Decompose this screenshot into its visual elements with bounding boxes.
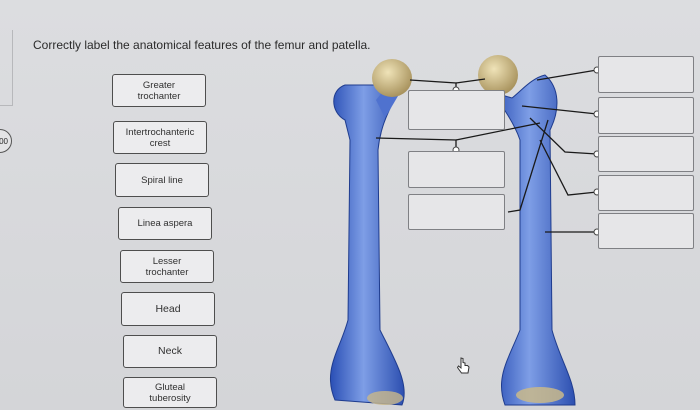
drop-box-5[interactable] xyxy=(598,97,694,134)
drop-box-7[interactable] xyxy=(598,175,694,211)
left-panel-edge xyxy=(0,30,13,106)
label-lesser-trochanter[interactable]: Lesser trochanter xyxy=(120,250,214,283)
left-femur xyxy=(330,59,412,406)
label-head[interactable]: Head xyxy=(121,292,215,326)
label-greater-trochanter[interactable]: Greater trochanter xyxy=(112,74,206,107)
label-linea-aspera[interactable]: Linea aspera xyxy=(118,207,212,240)
drop-box-2[interactable] xyxy=(408,151,505,188)
drop-box-1[interactable] xyxy=(408,90,505,130)
right-femur-head xyxy=(478,55,518,95)
drop-box-4[interactable] xyxy=(598,56,694,93)
drop-box-3[interactable] xyxy=(408,194,505,230)
right-femur xyxy=(367,55,576,406)
label-neck[interactable]: Neck xyxy=(123,335,217,368)
label-intertrochanteric-crest[interactable]: Intertrochanteric crest xyxy=(113,121,207,154)
label-gluteal-tuberosity[interactable]: Gluteal tuberosity xyxy=(123,377,217,408)
question-instruction: Correctly label the anatomical features … xyxy=(33,38,371,52)
pointer-cursor-icon xyxy=(457,357,470,374)
drop-box-8[interactable] xyxy=(598,213,694,249)
label-spiral-line[interactable]: Spiral line xyxy=(115,163,209,197)
left-femur-head xyxy=(372,59,412,97)
drop-box-6[interactable] xyxy=(598,136,694,172)
